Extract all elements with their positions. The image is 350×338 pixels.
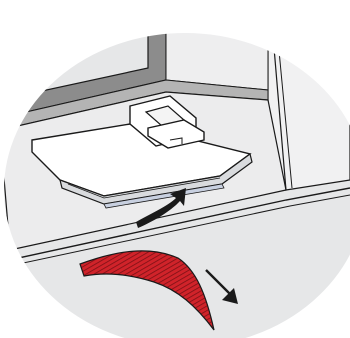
window-glass — [166, 0, 268, 90]
